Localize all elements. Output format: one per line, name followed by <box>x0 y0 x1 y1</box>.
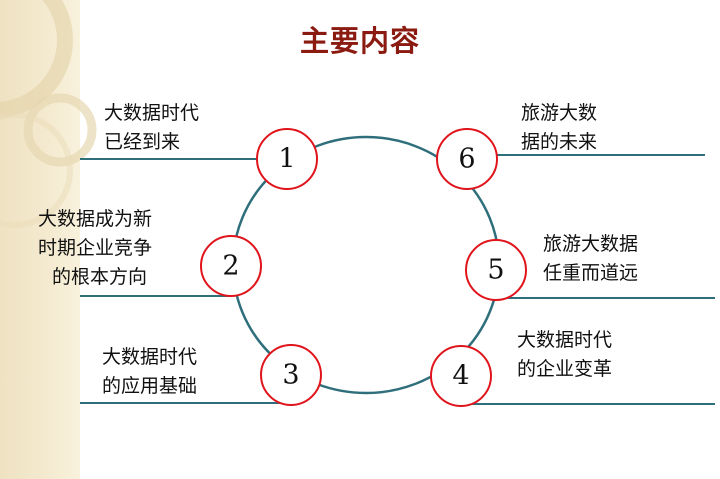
node-2-label-line-2: 时期企业竞争 <box>38 237 153 259</box>
node-4-label: 大数据时代 的企业变革 <box>517 326 612 384</box>
node-4-label-line-2: 的企业变革 <box>517 358 613 380</box>
node-1-label-line-1: 大数据时代 <box>104 102 200 124</box>
node-3-number: 3 <box>282 360 299 391</box>
node-3-label-line-2: 的应用基础 <box>102 375 198 397</box>
node-2-number: 2 <box>222 251 239 282</box>
node-5: 5 <box>465 239 527 301</box>
node-2-label-line-1: 大数据成为新 <box>38 208 153 230</box>
node-2-label: 大数据成为新 时期企业竞争 的根本方向 <box>38 205 152 292</box>
node-2-label-line-3: 的根本方向 <box>52 266 148 288</box>
node-1-label: 大数据时代 已经到来 <box>104 99 199 157</box>
node-3: 3 <box>260 344 322 406</box>
node-6-label-line-1: 旅游大数 <box>521 102 598 124</box>
node-5-label: 旅游大数据 任重而道远 <box>543 230 638 288</box>
node-5-number: 5 <box>487 255 504 286</box>
node-3-label: 大数据时代 的应用基础 <box>102 343 197 401</box>
node-4-label-line-1: 大数据时代 <box>517 329 613 351</box>
node-6-number: 6 <box>458 144 475 175</box>
node-6: 6 <box>436 128 498 190</box>
decorative-rings <box>0 0 97 228</box>
node-6-label: 旅游大数 据的未来 <box>521 99 597 157</box>
node-4-number: 4 <box>452 361 469 392</box>
node-3-label-line-1: 大数据时代 <box>102 346 198 368</box>
node-2: 2 <box>200 235 262 297</box>
sidebar-background <box>0 0 80 479</box>
node-6-label-line-2: 据的未来 <box>521 131 598 153</box>
node-4: 4 <box>430 345 492 407</box>
node-1-label-line-2: 已经到来 <box>104 131 181 153</box>
node-1: 1 <box>256 128 318 190</box>
slide-title: 主要内容 <box>299 24 420 58</box>
node-1-number: 1 <box>278 144 295 175</box>
node-5-label-line-2: 任重而道远 <box>543 262 639 284</box>
node-5-label-line-1: 旅游大数据 <box>543 233 639 255</box>
